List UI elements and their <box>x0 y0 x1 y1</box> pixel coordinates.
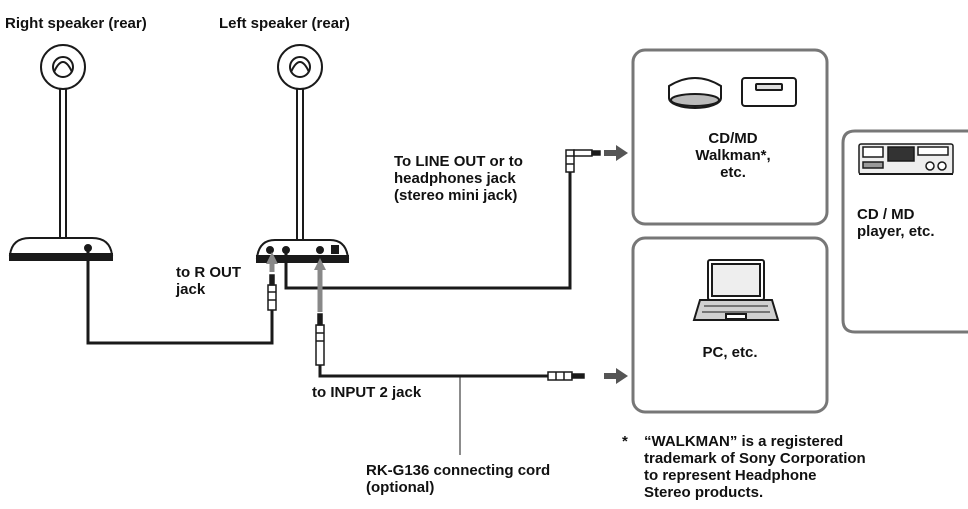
cd-md-deck-icon <box>858 143 954 175</box>
r-out-label: to R OUT jack <box>176 264 241 298</box>
cd-md-player-label: CD / MD player, etc. <box>857 206 935 240</box>
walkman-label: CD/MD Walkman*, etc. <box>695 130 771 181</box>
left-speaker <box>255 44 350 263</box>
line-out-label: To LINE OUT or to headphones jack (stere… <box>394 153 523 204</box>
cord-label: RK-G136 connecting cord (optional) <box>366 462 551 496</box>
line-out-plug <box>565 149 601 173</box>
input2-plug <box>315 313 325 366</box>
cd-walkman-icon <box>668 77 722 109</box>
footnote-text: “WALKMAN” is a registered trademark of S… <box>644 433 866 501</box>
line-out-cable <box>284 172 572 290</box>
footnote-marker: * <box>622 433 628 450</box>
md-walkman-icon <box>741 77 797 107</box>
input2-label: to INPUT 2 jack <box>312 384 422 401</box>
r-out-plug <box>267 274 277 311</box>
right-speaker-label: Right speaker (rear) <box>5 15 147 32</box>
walkman-box <box>631 48 829 226</box>
right-speaker <box>8 44 114 261</box>
r-out-cable <box>86 250 274 345</box>
walkman-arrow <box>604 145 628 161</box>
pc-plug <box>547 371 585 381</box>
pc-arrow <box>604 368 628 384</box>
input2-cable <box>318 365 548 378</box>
laptop-icon <box>692 259 780 321</box>
left-speaker-label: Left speaker (rear) <box>219 15 350 32</box>
cd-md-player-box <box>841 129 968 334</box>
pc-box <box>631 236 829 414</box>
pc-label: PC, etc. <box>702 344 758 361</box>
